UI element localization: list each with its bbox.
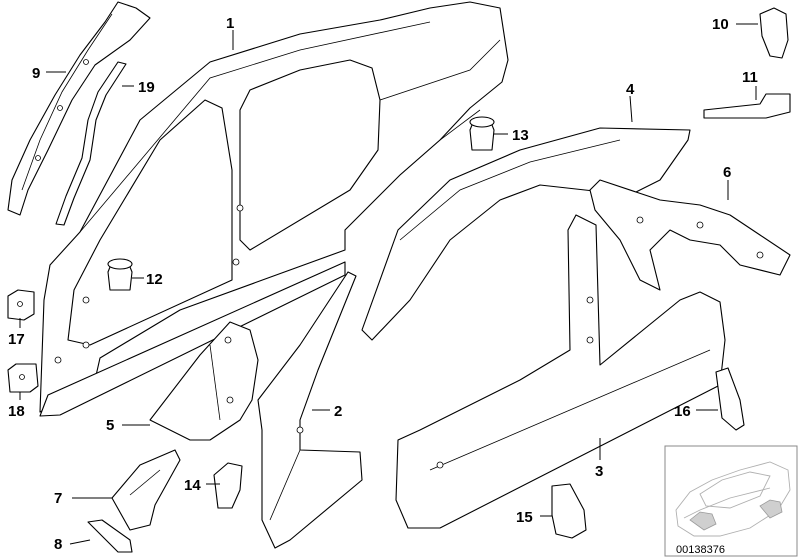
- leader-lines: [19, 23, 758, 545]
- callout-13: 13: [512, 127, 529, 144]
- part-1-side-frame: [39, 1, 509, 417]
- part-8-bracket: [87, 519, 133, 553]
- callout-17: 17: [8, 331, 25, 348]
- part-19-seal-strip: [55, 61, 127, 226]
- callout-7: 7: [54, 490, 62, 507]
- callout-19: 19: [138, 79, 155, 96]
- part-2-pillar-sill: [257, 271, 363, 549]
- callout-11: 11: [742, 69, 758, 86]
- callout-4: 4: [626, 81, 635, 98]
- part-4-roof-rail: [361, 127, 691, 341]
- part-7-bracket: [111, 449, 181, 531]
- part-15-panel: [551, 483, 587, 539]
- part-14-bracket: [213, 462, 243, 509]
- vehicle-overview-inset: 00138376: [664, 445, 798, 557]
- callout-1: 1: [226, 15, 234, 32]
- part-5-inner-panel: [149, 321, 259, 441]
- part-16-bracket: [715, 367, 745, 431]
- part-13-grommet: [469, 116, 495, 151]
- callout-9: 9: [32, 65, 40, 82]
- part-17-bracket: [7, 289, 35, 321]
- callout-18: 18: [8, 403, 25, 420]
- part-12-grommet: [107, 258, 133, 291]
- callout-5: 5: [106, 417, 114, 434]
- callout-14: 14: [184, 477, 201, 494]
- part-11-strip: [703, 93, 791, 119]
- callout-10: 10: [712, 16, 729, 33]
- part-10-cap: [759, 7, 789, 59]
- diagram-code: 00138376: [676, 544, 725, 556]
- callout-16: 16: [674, 403, 691, 420]
- callout-6: 6: [723, 164, 731, 181]
- callout-2: 2: [334, 403, 342, 420]
- callout-labels: 1 2 3 4 5 6 7 8 9 10 11 12 13 14 15 16 1…: [8, 15, 758, 553]
- callout-15: 15: [516, 509, 533, 526]
- part-9-pillar-reinforcement: [7, 1, 151, 216]
- callout-8: 8: [54, 536, 62, 553]
- part-6-reinforcement: [589, 179, 791, 291]
- part-18-bracket: [7, 363, 39, 393]
- callout-12: 12: [146, 271, 163, 288]
- part-3-side-frame-section: [395, 214, 726, 529]
- callout-3: 3: [595, 463, 603, 480]
- car-silhouette-icon: [675, 461, 791, 537]
